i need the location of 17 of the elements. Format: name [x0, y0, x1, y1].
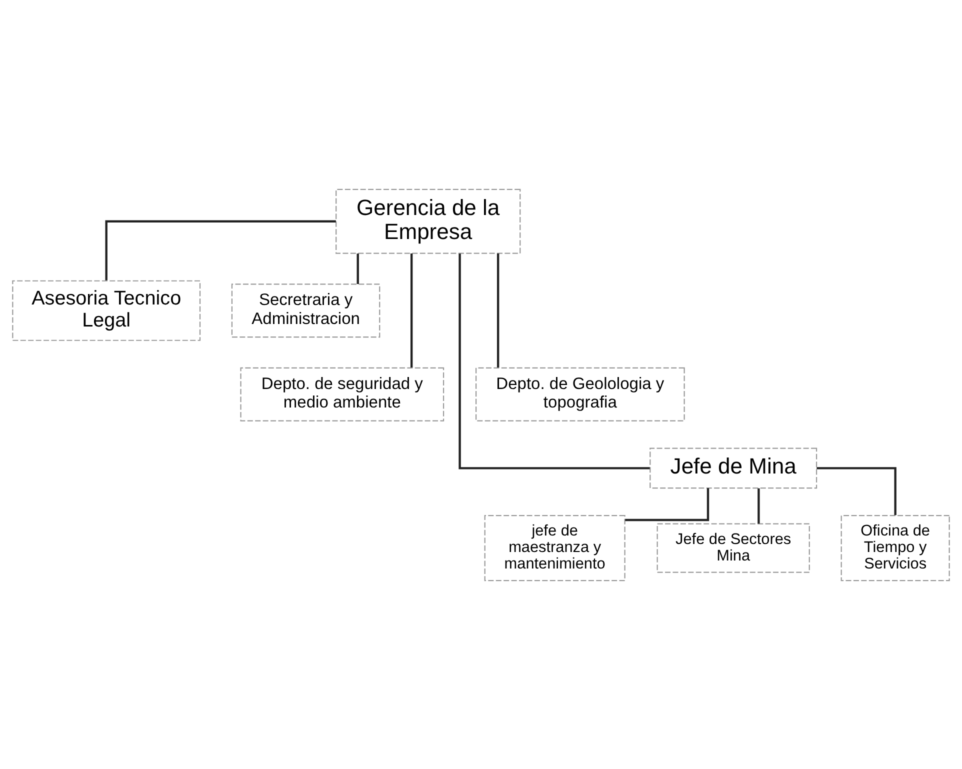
connector — [356, 253, 359, 284]
node-box: Secretraria y Administracion — [231, 283, 380, 338]
connector — [105, 220, 336, 280]
connector — [496, 253, 500, 367]
node-box: Gerencia de la Empresa — [336, 188, 521, 254]
connector — [625, 488, 710, 521]
connector — [410, 253, 413, 367]
node-box: Oficina de Tiempo y Servicios — [840, 514, 950, 581]
node-box: Depto. de Geolologia y topografia — [476, 366, 685, 421]
node-box: Jefe de Sectores Mina — [656, 522, 810, 572]
connector — [758, 488, 760, 524]
node-box: Asesoria Tecnico Legal — [12, 280, 201, 340]
connector — [816, 466, 896, 515]
node-box: Jefe de Mina — [650, 447, 818, 488]
connector — [458, 253, 650, 469]
node-box: jefe de maestranza y mantenimiento — [484, 514, 626, 581]
node-box: Depto. de seguridad y medio ambiente — [240, 366, 444, 421]
